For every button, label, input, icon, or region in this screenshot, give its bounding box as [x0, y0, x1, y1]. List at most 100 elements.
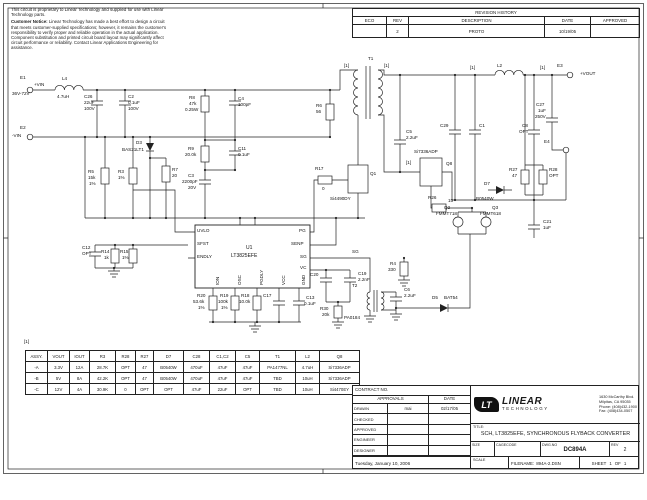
cell: TBD [259, 372, 296, 384]
frame-ticks [3, 3, 644, 474]
cell: -A [25, 361, 48, 373]
drawing-title: SCH, LT3825EFE, SYNCHRONOUS FLYBACK CONV… [480, 431, 631, 437]
dwgno-label: DWG.NO [542, 443, 558, 447]
column-header: C1,C2 [209, 350, 236, 362]
cell: 10/19/05 [544, 24, 591, 38]
cell: 8A [69, 372, 90, 384]
cell [589, 24, 641, 38]
assembly-table: ASSY. VOUT IOUT R3 R28 R27 D7 C28 C1,C2 … [25, 350, 360, 395]
column-header: ECO [352, 16, 387, 25]
assembly-header-row: ASSY. VOUT IOUT R3 R28 R27 D7 C28 C1,C2 … [25, 350, 360, 362]
cell: B0540W [153, 361, 184, 373]
cell: 47uF [235, 361, 260, 373]
column-header: T1 [259, 350, 296, 362]
cell: -C [25, 383, 48, 395]
cell: Si7336ADP [319, 372, 360, 384]
wires-sync [310, 186, 487, 323]
transformer-cores [365, 66, 378, 312]
row-label: APPROVED [354, 426, 377, 432]
title-block: CONTRACT NO. APPROVALS DATE DRAWN mai 02… [352, 385, 640, 469]
cell: 47uF [183, 383, 210, 395]
revision-header-row: ECO REV DESCRIPTION DATE APPROVED [352, 16, 641, 25]
cell: OPT [115, 361, 136, 373]
row-label: CHECKED [354, 416, 374, 422]
row-name [387, 414, 429, 424]
wires-primary-fet [188, 115, 359, 259]
notice-customer-text: Linear Technology has made a best effort… [11, 19, 167, 51]
cell: OPT [235, 383, 260, 395]
cell: 30.9K [89, 383, 116, 395]
terminal-circles [26, 71, 574, 228]
column-header: DATE [544, 16, 591, 25]
transformer-T2-primary [366, 291, 371, 311]
column-header: REV [386, 16, 409, 25]
row-name [387, 435, 429, 445]
notice-line1: This circuit is proprietary to Linear Te… [11, 7, 164, 18]
approval-row-checked: CHECKED [353, 414, 470, 425]
cell: Si4470EY [319, 383, 360, 395]
company-name-line2: TECHNOLOGY [502, 406, 549, 412]
row-label: ENGINEER [354, 437, 375, 443]
company-block: LT LINEAR TECHNOLOGY 1630 McCarthy Blvd.… [471, 386, 640, 424]
inductor-L2 [494, 70, 524, 76]
wires-input [33, 69, 365, 233]
of-label: OF [614, 460, 621, 466]
notice-customer: Customer Notice: Linear Technology has m… [11, 19, 169, 50]
revision-row: 2 PROTO 10/19/05 [352, 24, 641, 38]
mosfet-Q1-body [347, 164, 369, 194]
cell: 470uF [183, 361, 210, 373]
column-header: ASSY. [25, 350, 48, 362]
column-header: Q8 [319, 350, 360, 362]
row-name: mai [387, 404, 429, 414]
cell: 10uH [295, 372, 320, 384]
cell: B0540W [153, 372, 184, 384]
inner-frame [7, 7, 640, 470]
cell: OPT [153, 383, 184, 395]
cell: PROTO [408, 24, 545, 38]
address-line: 1630 McCarthy Blvd. [599, 394, 635, 399]
junction-dots [83, 73, 554, 324]
proprietary-notice: This circuit is proprietary to Linear Te… [11, 7, 169, 53]
row-label: DESIGNER [354, 447, 375, 453]
rev-value: 2 [623, 447, 627, 453]
cell: 47 [135, 361, 154, 373]
sheet-total: 1 [623, 460, 627, 466]
column-header: D7 [153, 350, 184, 362]
cell: 0 [115, 383, 136, 395]
size-row: SIZE CAGECODE DWG.NO DC894A REV 2 [471, 442, 640, 456]
cell: 22uF [209, 383, 236, 395]
approvals-header: APPROVALS DATE [353, 396, 471, 404]
dwgno-cell: DWG.NO DC894A [541, 442, 610, 456]
column-header: R3 [89, 350, 116, 362]
wires-secondary [378, 69, 568, 238]
cell: OPT [135, 383, 154, 395]
column-header: VOUT [47, 350, 70, 362]
cell: 47 [135, 372, 154, 384]
address-line: Fax: (408)434-0507 [599, 409, 633, 414]
size-label: SIZE [472, 443, 480, 447]
approval-row-designer: DESIGNER [353, 445, 470, 456]
cell: -B [25, 372, 48, 384]
revision-history-table: REVISION HISTORY ECO REV DESCRIPTION DAT… [351, 8, 641, 38]
outer-frame [3, 3, 644, 474]
company-name-line1: LINEAR [502, 396, 543, 408]
cell: 5V [47, 372, 70, 384]
cell: 470uF [183, 372, 210, 384]
company-address: 1630 McCarthy Blvd. Milpitas, CA 95035 P… [599, 395, 637, 415]
inductor-L4 [54, 85, 84, 91]
cell: 4A [69, 383, 90, 395]
approval-row-engineer: ENGINEER [353, 435, 470, 446]
size-cell: SIZE [471, 442, 495, 456]
cell: 4.7uH [295, 361, 320, 373]
cell: 47uF [209, 372, 236, 384]
mosfet-Q8-body [419, 157, 443, 187]
address-line: Phone: (408)432-1900 [599, 404, 637, 409]
column-header: L2 [295, 350, 320, 362]
cell: 2 [386, 24, 409, 38]
wires-feedback [89, 244, 356, 333]
row-date: 02/17/05 [440, 406, 459, 412]
contract-no-label: CONTRACT NO. [353, 386, 471, 396]
row-label: DRAWN [354, 406, 369, 412]
